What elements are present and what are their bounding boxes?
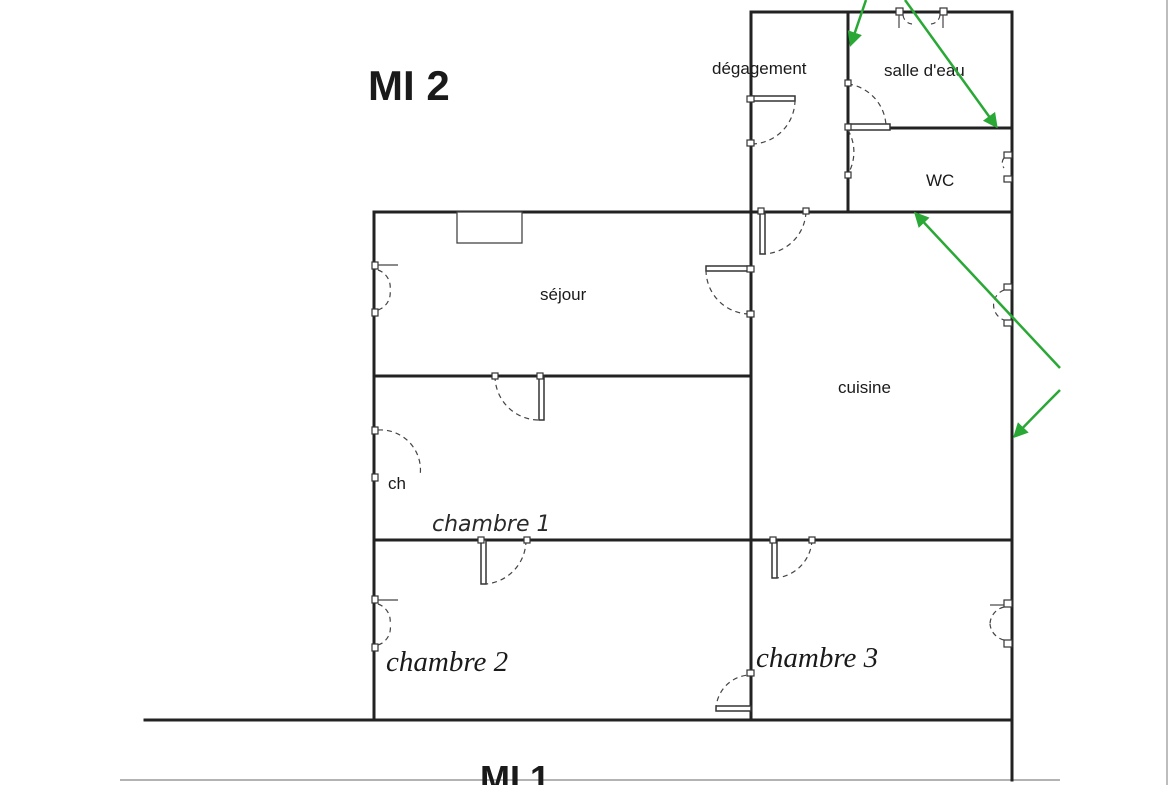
door-wc: [844, 129, 855, 179]
room-label-chambre2: chambre 2: [386, 646, 508, 678]
door-cuisine-top: [757, 207, 810, 255]
window-chambre3-right: [989, 599, 1013, 648]
window-wc-right: [1001, 151, 1013, 183]
room-label-cuisine: cuisine: [838, 378, 891, 397]
arrow-to-cuisine-right: [1012, 389, 1061, 439]
arrow-to-salle-wc: [903, 0, 998, 129]
door-degagement-entry: [746, 95, 796, 147]
door-chambre2: [477, 536, 531, 585]
door-sejour-cuisine: [705, 265, 755, 318]
room-label-degagement: dégagement: [712, 59, 807, 78]
window-sejour-left: [371, 261, 398, 317]
fireplace: [456, 211, 523, 244]
bottom-label: MI 1: [480, 758, 550, 785]
room-label-sejour: séjour: [540, 285, 587, 304]
arrow-to-wc-bottom: [913, 211, 1061, 369]
door-salle-d-eau: [844, 79, 891, 131]
annotation-arrows: [847, 0, 1061, 439]
door-chambre3: [769, 536, 816, 579]
room-label-fragment: ch: [388, 474, 406, 493]
window-chambre2-left: [371, 595, 398, 652]
room-label-salle-d-eau: salle d'eau: [884, 61, 965, 80]
window-cuisine-right: [992, 283, 1013, 327]
plan-title: MI 2: [368, 62, 450, 109]
doors: [371, 7, 1013, 712]
door-chambre3-bottom: [715, 669, 755, 712]
room-label-wc: WC: [926, 171, 954, 190]
room-label-chambre1: chambre 1: [432, 512, 551, 537]
door-chambre1: [491, 372, 545, 421]
arrow-to-degagement: [847, 0, 868, 47]
room-label-chambre3: chambre 3: [756, 642, 878, 674]
wall-top-block: [749, 10, 1014, 214]
window-chambre1-left: [371, 426, 422, 482]
window-salle-top: [895, 7, 948, 28]
